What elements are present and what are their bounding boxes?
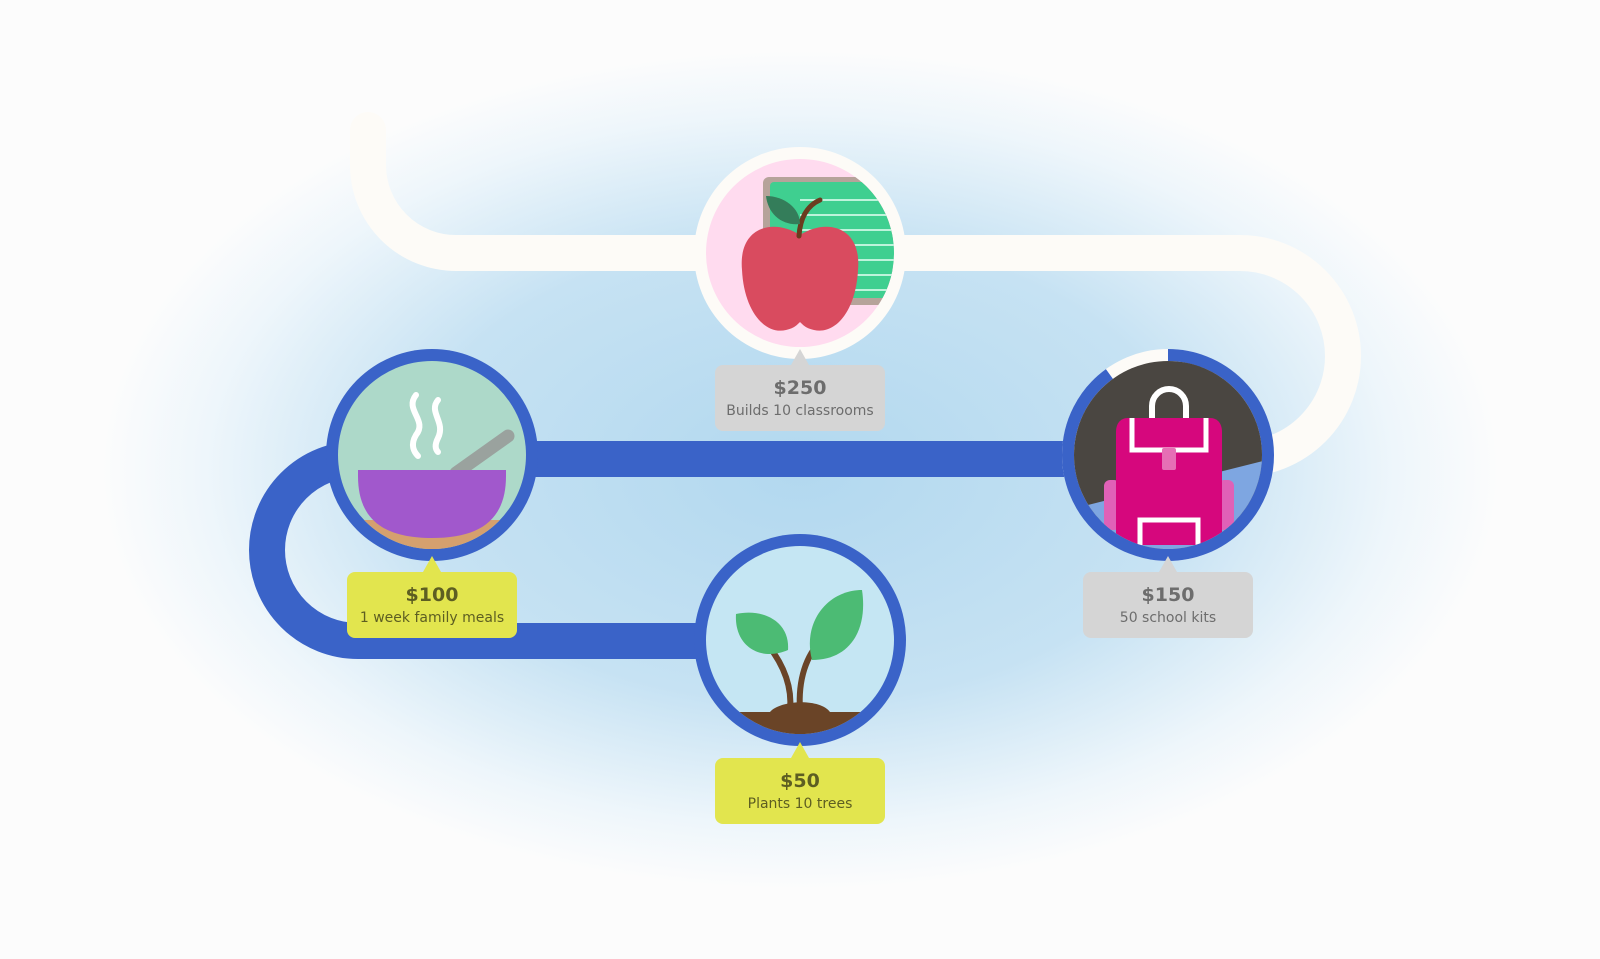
milestone-amount: $100: [405, 583, 459, 606]
path-remaining: [350, 112, 1362, 477]
milestone-trees: [694, 534, 906, 746]
milestone-label-classrooms: $250 Builds 10 classrooms: [715, 349, 885, 431]
milestone-description: 50 school kits: [1119, 609, 1217, 626]
apple-book-icon: [706, 159, 894, 347]
milestone-label-meals: $100 1 week family meals: [347, 556, 517, 638]
milestone-description: 1 week family meals: [359, 609, 505, 626]
milestone-label-trees: $50 Plants 10 trees: [715, 742, 885, 824]
path-completed: [249, 441, 1168, 659]
milestone-amount: $150: [1141, 583, 1195, 606]
milestone-amount: $50: [780, 769, 820, 792]
sprout-icon: [706, 546, 894, 734]
milestone-amount: $250: [773, 376, 827, 399]
milestone-school-kits: [1062, 349, 1274, 561]
milestone-meals: [326, 349, 538, 561]
milestone-description: Plants 10 trees: [747, 795, 853, 812]
milestone-classrooms: [694, 147, 906, 359]
milestone-progress-ring: [1062, 349, 1274, 561]
milestone-label-school-kits: $150 50 school kits: [1083, 556, 1253, 638]
milestone-description: Builds 10 classrooms: [726, 402, 874, 419]
